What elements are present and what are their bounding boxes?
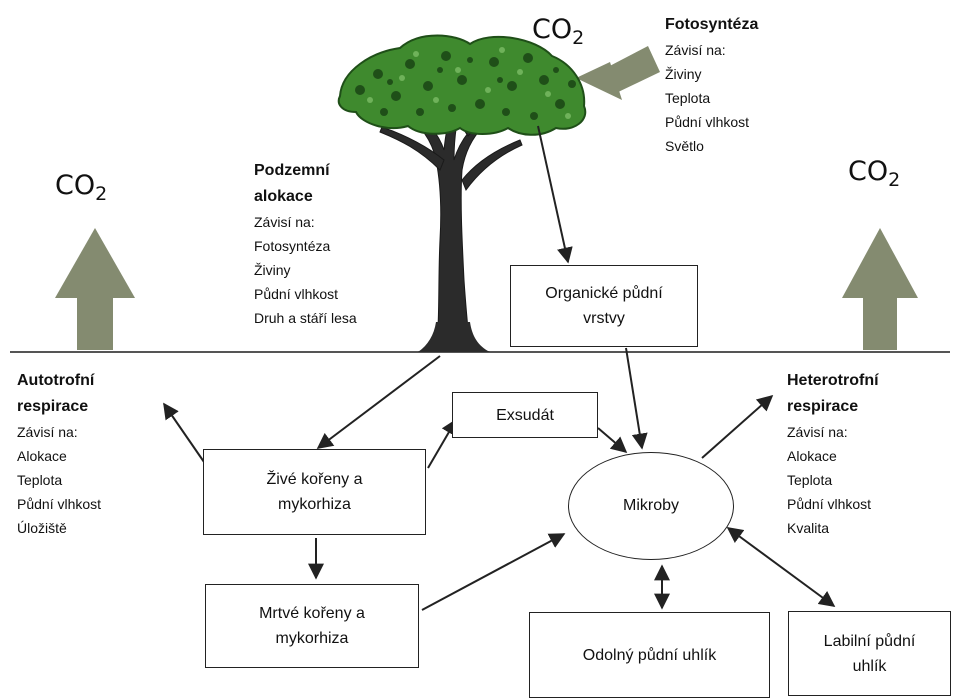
exudate-to-microbes-arrow	[597, 427, 628, 454]
belowground-item: Živiny	[254, 262, 291, 278]
tree-roots	[418, 322, 490, 352]
autotrophic-block: Autotrofní respirace Závisí na: Alokace …	[17, 368, 101, 540]
organic-soil-layers-box: Organické půdní vrstvy	[510, 265, 698, 347]
heterotrophic-item: Alokace	[787, 448, 837, 464]
heterotrophic-co2-up-arrow	[842, 228, 918, 350]
organic-to-microbes-arrow	[625, 347, 648, 450]
autotrophic-item: Úložiště	[17, 520, 67, 536]
co2-label-right: CO2	[848, 156, 901, 191]
labile-carbon-line: uhlík	[852, 657, 887, 675]
live-roots-line: Živé kořeny a	[266, 471, 363, 488]
live-roots-box: Živé kořeny a mykorhiza	[203, 449, 426, 535]
photosynthesis-co2-arrow	[576, 46, 660, 100]
autotrophic-depends: Závisí na:	[17, 424, 78, 440]
exudate-label: Exsudát	[496, 406, 554, 424]
photosynthesis-depends: Závisí na:	[665, 42, 726, 58]
belowground-item: Druh a stáří lesa	[254, 310, 357, 326]
photosynthesis-block: Fotosyntéza Závisí na: Živiny Teplota Pů…	[665, 12, 758, 158]
resistant-carbon-label: Odolný půdní uhlík	[582, 646, 717, 664]
autotrophic-title: Autotrofní	[17, 372, 95, 389]
autotrophic-item: Teplota	[17, 472, 63, 488]
live-roots-line: mykorhiza	[278, 496, 351, 513]
heterotrophic-item: Kvalita	[787, 520, 830, 536]
live-roots-to-exudate-arrow	[427, 418, 457, 469]
photosynthesis-item: Světlo	[665, 138, 704, 154]
microbes-ellipse: Mikroby	[568, 452, 734, 560]
co2-label-left: CO2	[55, 170, 108, 205]
autotrophic-title: respirace	[17, 398, 89, 415]
photosynthesis-item: Živiny	[665, 66, 702, 82]
dead-roots-box: Mrtvé kořeny a mykorhiza	[205, 584, 419, 668]
tree-canopy	[337, 34, 587, 136]
photosynthesis-title: Fotosyntéza	[665, 16, 759, 33]
dead-roots-line: mykorhiza	[275, 630, 349, 647]
heterotrophic-block: Heterotrofní respirace Závisí na: Alokac…	[787, 368, 879, 540]
heterotrophic-depends: Závisí na:	[787, 424, 848, 440]
dead-roots-line: Mrtvé kořeny a	[259, 605, 365, 622]
heterotrophic-title: Heterotrofní	[787, 372, 879, 389]
exudate-box: Exsudát	[452, 392, 598, 438]
live-roots-to-autotrophic-arrow	[163, 402, 205, 463]
microbes-to-heterotrophic-arrow	[701, 394, 774, 459]
tree-to-live-roots-arrow	[316, 355, 441, 449]
organic-box-line: vrstvy	[583, 310, 625, 327]
belowground-item: Půdní vlhkost	[254, 286, 339, 302]
heterotrophic-title: respirace	[787, 398, 859, 415]
heterotrophic-item: Teplota	[787, 472, 833, 488]
co2-label-top: CO2	[532, 14, 585, 49]
dead-roots-to-microbes-arrow	[421, 533, 566, 611]
heterotrophic-item: Půdní vlhkost	[787, 496, 872, 512]
labile-carbon-line: Labilní půdní	[823, 632, 916, 650]
litterfall-arrow	[537, 125, 573, 264]
photosynthesis-item: Teplota	[665, 90, 711, 106]
microbes-labile-c-arrow	[726, 527, 836, 607]
belowground-depends: Závisí na:	[254, 214, 315, 230]
belowground-title: Podzemní	[254, 162, 330, 179]
belowground-title: alokace	[254, 188, 313, 205]
organic-box-line: Organické půdní	[545, 285, 663, 302]
autotrophic-item: Alokace	[17, 448, 67, 464]
belowground-block: Podzemní alokace Závisí na: Fotosyntéza …	[254, 158, 357, 330]
resistant-carbon-box: Odolný půdní uhlík	[529, 612, 770, 698]
labile-carbon-box: Labilní půdní uhlík	[788, 611, 951, 696]
microbes-label: Mikroby	[622, 497, 679, 514]
belowground-item: Fotosyntéza	[254, 238, 331, 254]
autotrophic-item: Půdní vlhkost	[17, 496, 102, 512]
autotrophic-co2-up-arrow	[55, 228, 135, 350]
photosynthesis-item: Půdní vlhkost	[665, 114, 750, 130]
